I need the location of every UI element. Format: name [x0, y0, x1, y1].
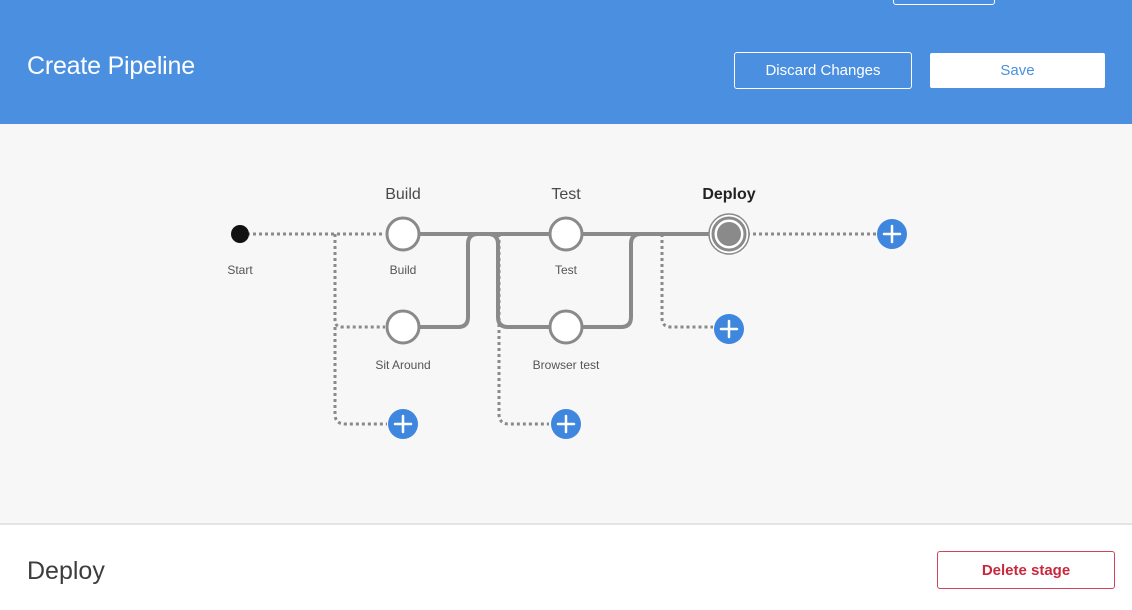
line-sit-around-merge [417, 232, 480, 329]
pipeline-graph-svg: Start Build Test Deploy Build Sit Around… [227, 186, 907, 439]
node-sit-around[interactable] [385, 309, 421, 345]
stage-editor: Deploy Delete stage [0, 525, 1132, 610]
start-node [231, 225, 249, 243]
add-branch-deploy-button[interactable] [714, 314, 744, 344]
node-browser-test[interactable] [548, 309, 584, 345]
connector-add-build-branch [333, 327, 387, 426]
node-deploy-selected[interactable] [708, 213, 750, 255]
connector-add-deploy-branch [660, 234, 713, 329]
line-browser-test-merge [579, 232, 643, 329]
node-build[interactable] [385, 216, 421, 252]
line-browser-test-split [486, 232, 551, 329]
add-branch-test-button[interactable] [551, 409, 581, 439]
save-button[interactable]: Save [930, 53, 1105, 88]
top-menu-button[interactable] [893, 0, 995, 5]
stage-title-build: Build [385, 186, 421, 203]
page-title: Create Pipeline [27, 52, 195, 80]
start-label: Start [227, 263, 253, 277]
node-label-build: Build [390, 263, 417, 277]
delete-stage-button[interactable]: Delete stage [937, 551, 1115, 589]
stage-title-test: Test [551, 186, 581, 203]
stage-title-deploy: Deploy [702, 186, 755, 203]
add-branch-build-button[interactable] [388, 409, 418, 439]
add-stage-button[interactable] [877, 219, 907, 249]
connector-start-sit-around [333, 234, 385, 329]
divider [0, 523, 1132, 525]
stage-title: Deploy [27, 557, 105, 585]
node-test[interactable] [548, 216, 584, 252]
node-label-browser-test: Browser test [533, 358, 600, 372]
node-label-sit-around: Sit Around [375, 358, 430, 372]
pipeline-graph: Start Build Test Deploy Build Sit Around… [0, 124, 1132, 523]
discard-changes-button[interactable]: Discard Changes [734, 52, 912, 89]
page-header: Create Pipeline Discard Changes Save [0, 0, 1132, 124]
node-label-test: Test [555, 263, 578, 277]
connector-add-test-branch [497, 234, 549, 426]
